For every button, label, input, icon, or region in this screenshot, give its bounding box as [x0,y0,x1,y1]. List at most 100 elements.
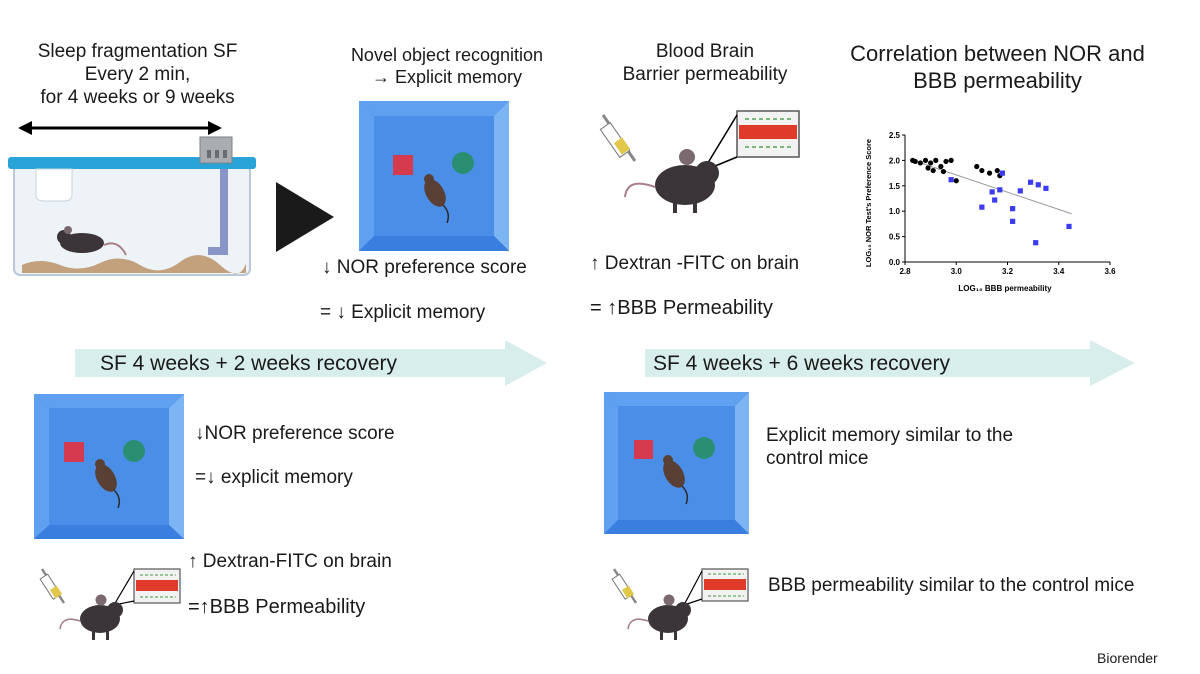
green-object [693,437,715,459]
data-point-square [979,204,985,210]
mouse-icon [59,594,123,640]
bbb-title-line2: Barrier permeability [622,64,788,85]
data-point-circle [922,157,929,163]
chart-y-label: LOG₁₀ NOR Test's Preference Score [864,139,873,267]
double-arrow-icon [18,121,222,135]
data-point-circle [979,167,985,174]
green-object [452,152,474,174]
trendline [909,158,1072,215]
data-point-circle [930,167,936,174]
data-point-circle [917,160,923,166]
y-tick-label: 1.0 [889,207,901,216]
recovery-6w-band-shape [645,340,1135,386]
cage-icon [8,136,256,276]
data-point-square [1066,223,1072,230]
sf-title-line3: for 4 weeks or 9 weeks [40,87,235,108]
bbb-illustration [599,110,800,213]
data-point-circle [933,157,939,163]
bbb-title: Blood Brain Barrier permeability [585,40,825,86]
red-object [393,155,413,175]
bbb-title-line1: Blood Brain [655,41,755,62]
blood-vessel-icon [701,568,749,602]
data-point-square [1027,179,1034,185]
y-tick-label: 0.0 [889,258,901,267]
recovery-6w-nor-line1: Explicit memory similar to the [766,425,1014,446]
bbb-result-permeability: = ↑BBB Permeability [590,297,773,319]
data-point-square [1010,206,1016,212]
data-point-circle [925,165,931,171]
data-point-square [1043,185,1049,191]
data-point-square [989,189,995,195]
x-tick-label: 3.6 [1104,267,1116,276]
y-tick-label: 0.5 [889,233,901,242]
recovery-2w-band-label: SF 4 weeks + 2 weeks recovery [100,352,398,375]
data-point-square [997,187,1003,193]
nor-title-line1: Novel object recognition [350,45,544,65]
data-point-circle [994,167,1000,174]
data-point-circle [912,158,918,165]
data-point-circle [974,163,980,170]
credit-label: Biorender [1097,650,1158,666]
y-tick-label: 2.0 [889,156,901,165]
syringe-icon [611,568,638,604]
play-arrow-icon [276,182,334,252]
data-point-circle [938,163,944,170]
mouse-icon [627,594,691,640]
data-point-circle [928,160,934,166]
syringe-icon [39,568,66,604]
data-point-circle [940,168,947,175]
mouse-icon [57,226,127,256]
arena-icon [604,392,749,534]
correlation-title-line2: BBB permeability [913,68,1082,93]
nor-title: Novel object recognition → Explicit memo… [322,44,572,88]
recovery-2w-bbb-dextran: ↑ Dextran-FITC on brain [188,551,392,572]
data-point-square [1035,182,1041,188]
x-tick-label: 3.2 [1002,267,1014,276]
arena-icon [34,394,184,539]
red-object [634,440,653,459]
data-point-square [992,197,998,203]
nor-result-score: ↓ NOR preference score [322,257,527,278]
mouse-icon [95,459,121,509]
data-point-circle [953,178,959,184]
bbb-illustration [39,568,181,640]
mouse-icon [624,149,719,213]
data-point-square [948,177,954,183]
sf-title: Sleep fragmentation SF Every 2 min, for … [10,40,265,109]
x-tick-label: 3.4 [1053,267,1065,276]
correlation-title-line1: Correlation between NOR and [850,41,1145,66]
recovery-2w-bbb-permeability: =↑BBB Permeability [188,596,366,618]
y-tick-label: 1.5 [889,182,901,191]
blood-vessel-icon [736,110,800,158]
nor-title-line2: → Explicit memory [371,67,523,87]
recovery-2w-band-shape [75,340,547,386]
data-point-square [1017,188,1023,194]
recovery-2w-nor-score: ↓NOR preference score [195,423,395,444]
recovery-6w-nor-line2: control mice [766,448,869,469]
arena-icon [359,101,509,251]
red-object [64,442,84,462]
chart-axes [904,135,1110,263]
mouse-icon [424,174,450,224]
data-point-circle [986,170,993,176]
nor-result-memory: = ↓ Explicit memory [320,302,486,323]
recovery-2w-nor-memory: =↓ explicit memory [195,467,353,488]
green-object [123,440,145,462]
recovery-6w-band-label: SF 4 weeks + 6 weeks recovery [653,352,951,375]
bbb-result-dextran: ↑ Dextran -FITC on brain [590,253,800,274]
chart-points [910,157,1072,246]
sf-title-line2: Every 2 min, [84,64,191,85]
chart-trendline [909,158,1072,215]
data-point-square [1033,240,1039,246]
x-tick-label: 2.8 [899,267,911,276]
bbb-illustration [611,568,749,640]
correlation-title: Correlation between NOR and BBB permeabi… [830,40,1165,94]
syringe-icon [599,114,637,162]
recovery-6w-nor-memory: Explicit memory similar to the control m… [766,424,1013,470]
chart-x-label: LOG₁₀ BBB permeability [958,284,1052,293]
mouse-icon [663,455,689,505]
blood-vessel-icon [133,568,181,604]
data-point-circle [948,157,954,163]
